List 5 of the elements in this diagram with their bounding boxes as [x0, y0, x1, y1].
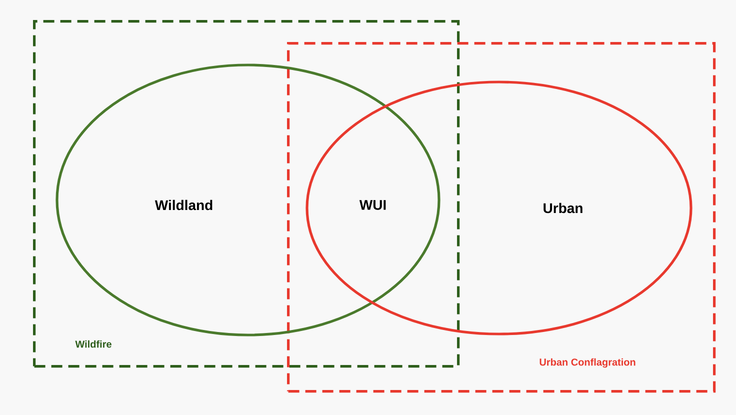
region-label: Urban Conflagration	[540, 358, 636, 368]
set-label: Urban	[544, 202, 582, 214]
region-label: Wildfire	[75, 340, 112, 348]
overlap-label: WUI	[359, 200, 386, 210]
set-label: Wildland	[154, 200, 212, 210]
